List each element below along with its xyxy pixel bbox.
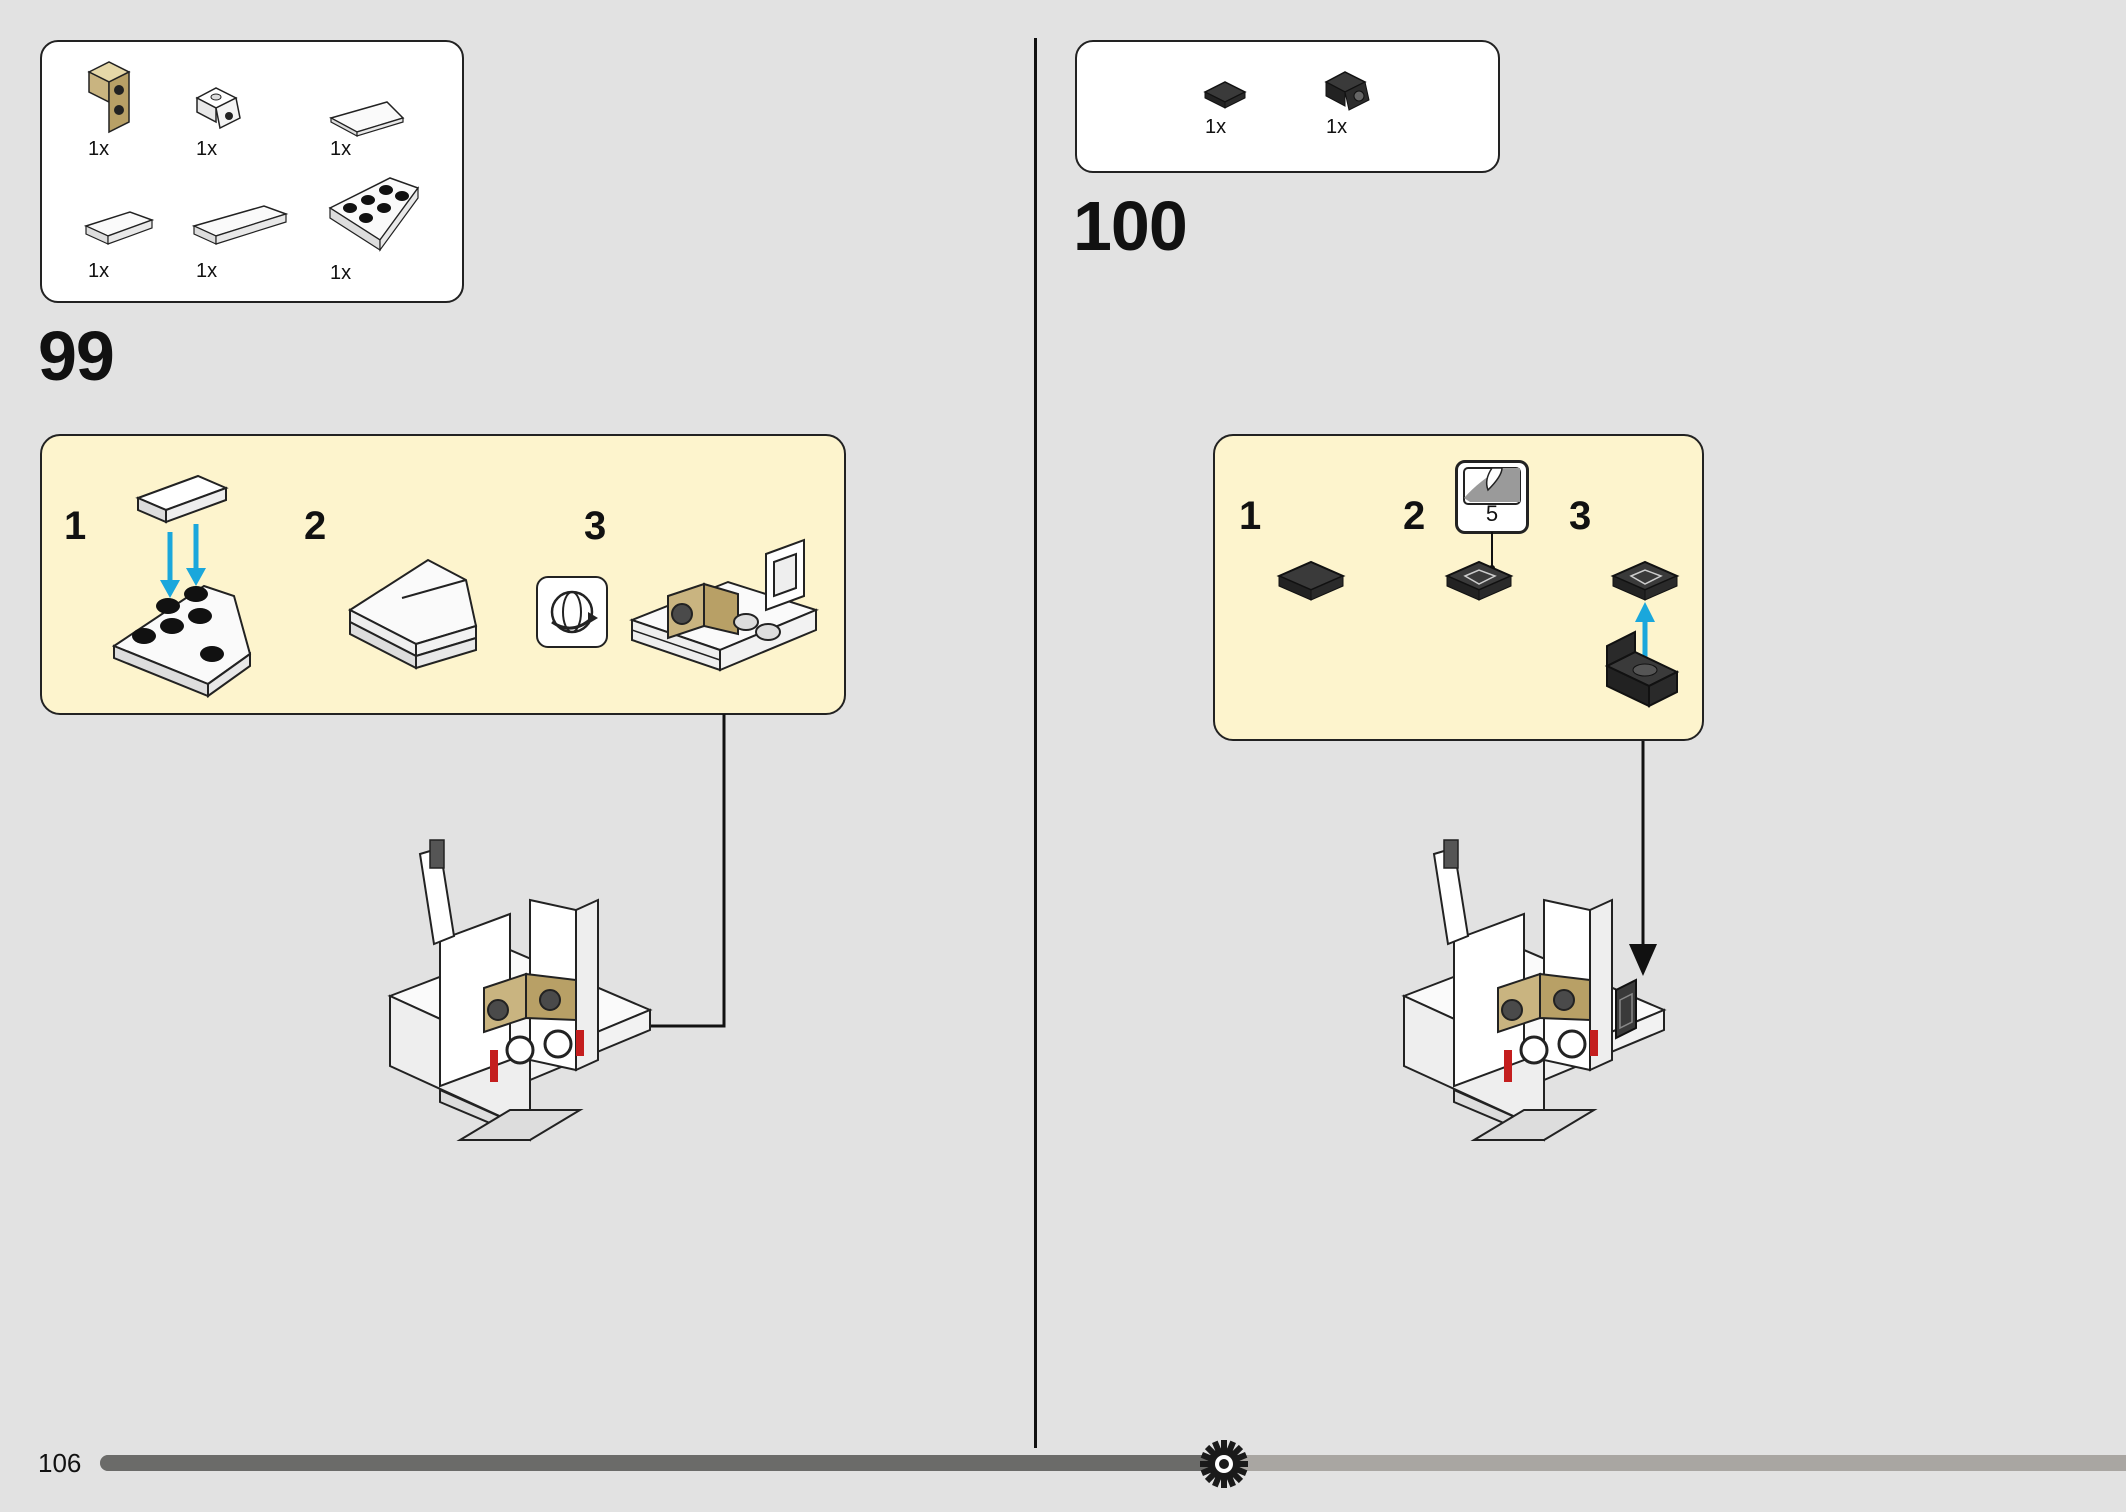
subassembly-callout-100: 1 2 3 5 [1213, 434, 1704, 741]
part-qty: 1x [196, 138, 218, 160]
progress-fill [100, 1455, 1225, 1471]
step-number-100: 100 [1073, 187, 1188, 265]
black-bracket-part [1324, 71, 1370, 111]
substep-2-illustration [347, 558, 478, 670]
part-qty: 1x [196, 260, 218, 282]
sticker-number: 5 [1485, 501, 1499, 526]
part-qty: 1x [330, 262, 352, 284]
tan-bracket-part [87, 61, 131, 134]
white-tile-1x2-part [83, 211, 155, 245]
step-number-99: 99 [38, 317, 115, 395]
main-model-step-100 [1401, 839, 1667, 1142]
part-qty: 1x [1326, 116, 1348, 138]
substep-3-illustration [629, 538, 819, 672]
main-model-step-99 [387, 839, 653, 1142]
rotate-model-icon [536, 576, 608, 648]
white-tile-1x3-part [191, 205, 289, 245]
substep-number: 2 [304, 504, 327, 548]
sticker-icon [1463, 467, 1521, 505]
substep-number: 3 [584, 504, 607, 548]
subassembly-callout-99: 1 2 3 [40, 434, 846, 715]
black-tile-part [1203, 81, 1247, 109]
white-wedge-tile-part [329, 101, 405, 138]
progress-track [100, 1455, 2126, 1471]
part-qty: 1x [1205, 116, 1227, 138]
sticker-callout: 5 [1455, 460, 1529, 534]
progress-gear-icon [1200, 1440, 1249, 1488]
substep-graphics [1276, 532, 1680, 708]
substep-1-illustration [111, 474, 252, 698]
substep-number: 3 [1569, 494, 1592, 538]
part-qty: 1x [88, 260, 110, 282]
page-number: 106 [38, 1448, 82, 1478]
part-qty: 1x [88, 138, 110, 160]
part-qty: 1x [330, 138, 352, 160]
page-divider [1034, 38, 1037, 1448]
substep-number: 2 [1403, 494, 1426, 538]
parts-list-step-100: 1x 1x [1075, 40, 1500, 173]
substep-number: 1 [64, 504, 87, 548]
white-wedge-plate-part [328, 177, 420, 252]
white-bracket-part [195, 87, 241, 130]
substep-number: 1 [1239, 494, 1262, 538]
parts-list-step-99: 1x 1x 1x 1x 1x 1x [40, 40, 464, 303]
